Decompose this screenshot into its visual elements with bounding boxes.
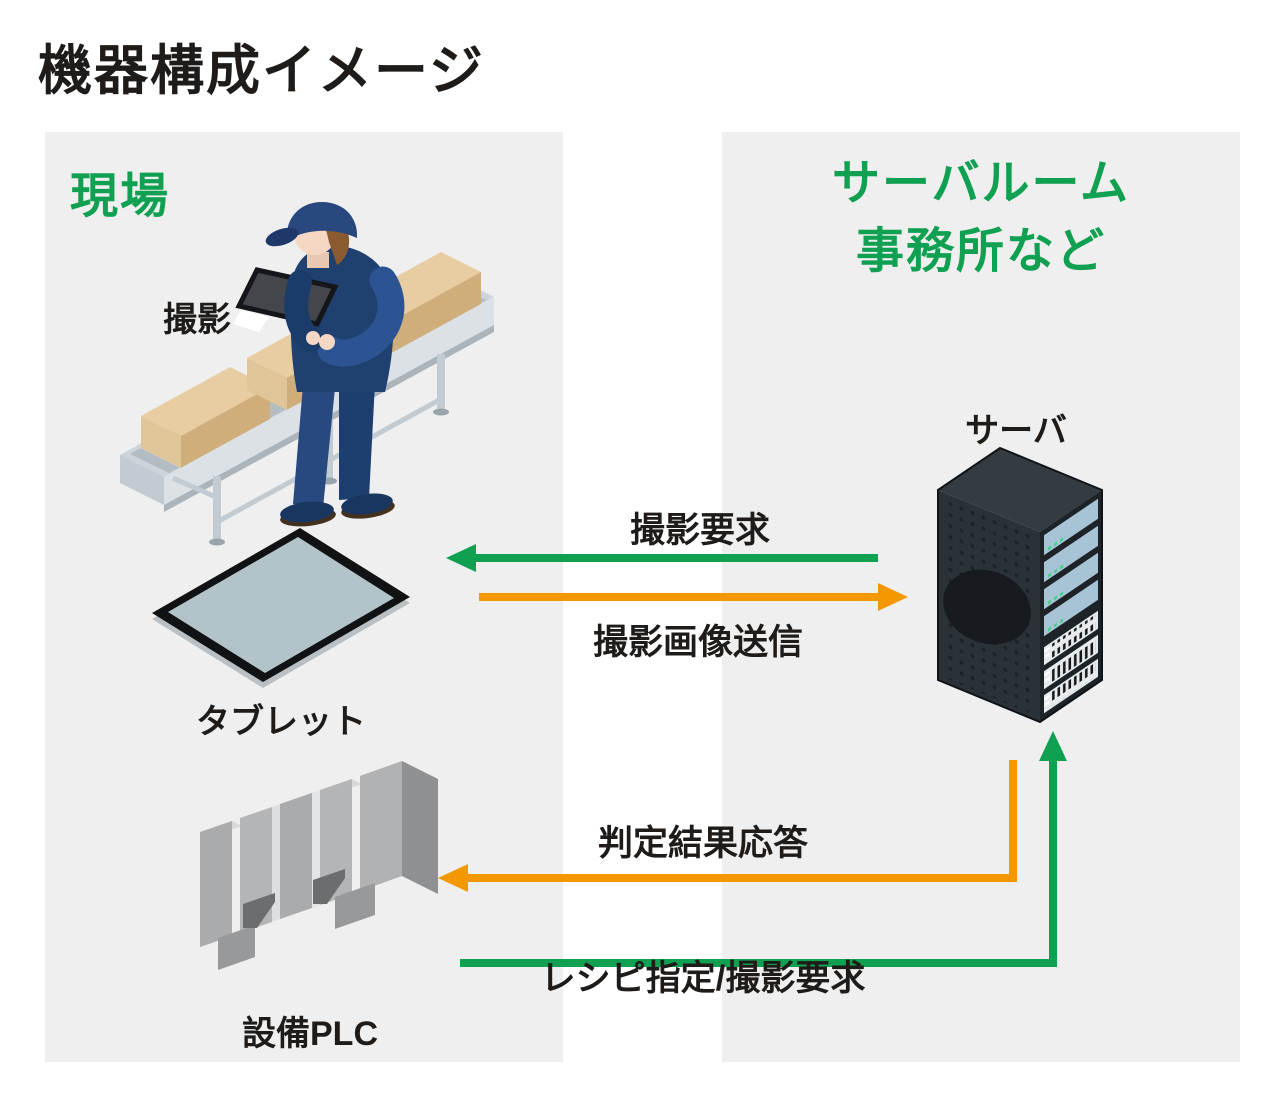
tablet-label: タブレット	[196, 703, 366, 741]
plc-label: 設備PLC	[242, 1015, 378, 1053]
server-illustration	[937, 446, 1103, 724]
shoot-request-arrow-label: 撮影要求	[629, 511, 770, 550]
image-send-arrow-label: 撮影画像送信	[592, 623, 803, 662]
worker-conveyor-illustration	[120, 202, 494, 546]
site-zone-heading: 現場	[70, 170, 171, 223]
server-room-heading-line2: 事務所など	[855, 225, 1106, 279]
result-response-arrow-label: 判定結果応答	[597, 824, 808, 863]
recipe-request-arrow-label: レシピ指定/撮影要求	[540, 959, 866, 998]
page-title: 機器構成イメージ	[38, 41, 485, 101]
server-room-heading-line1: サーバルーム	[831, 157, 1131, 210]
package-1	[141, 367, 270, 468]
server-label: サーバ	[965, 412, 1067, 450]
worker-figure	[233, 202, 405, 527]
tablet-illustration	[152, 528, 410, 688]
server-room-zone-heading: サーバルーム 事務所など	[722, 150, 1240, 286]
plc-illustration	[200, 761, 438, 970]
shooting-label: 撮影	[163, 301, 231, 339]
